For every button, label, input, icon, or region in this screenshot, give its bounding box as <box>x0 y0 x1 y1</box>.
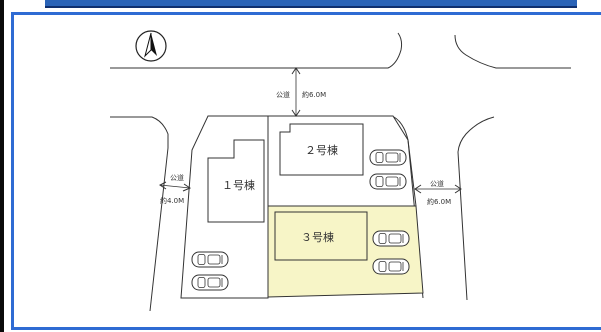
right-road-type-label: 公道 <box>430 179 444 188</box>
lot-2-label: ２号棟 <box>305 143 338 157</box>
left-road-width-label: 約4.0M <box>160 196 184 205</box>
header-bar <box>45 0 577 8</box>
north-arrow-icon <box>135 30 167 62</box>
car-icon <box>369 173 407 190</box>
lot-3-label: ３号棟 <box>301 230 334 244</box>
lot-3-parcel <box>267 205 424 298</box>
lot-1-building <box>207 139 265 223</box>
car-icon <box>191 251 229 268</box>
lot-3-building <box>274 211 368 261</box>
car-icon <box>372 258 410 275</box>
top-road-width-label: 約6.0M <box>302 90 326 99</box>
car-icon <box>372 230 410 247</box>
site-plan-panel <box>11 12 601 330</box>
car-icon <box>369 149 407 166</box>
lot-2-building <box>279 123 364 176</box>
car-icon <box>191 274 229 291</box>
left-road-type-label: 公道 <box>170 173 184 182</box>
top-road <box>110 32 571 148</box>
top-road-type-label: 公道 <box>276 90 290 99</box>
left-road <box>149 147 192 312</box>
lot-1-label: １号棟 <box>222 178 255 192</box>
right-road-width-label: 約6.0M <box>427 197 451 206</box>
